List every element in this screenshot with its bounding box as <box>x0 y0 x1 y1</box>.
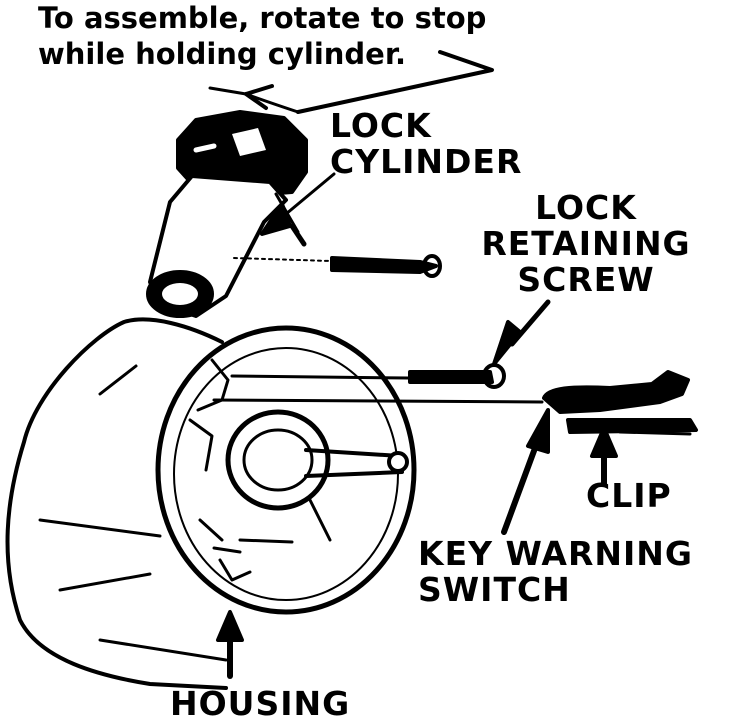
holding-hand <box>5 317 228 690</box>
screw-label-line-3: SCREW <box>517 260 655 299</box>
instruction-line-2: while holding cylinder. <box>38 37 407 71</box>
steering-housing <box>155 325 417 615</box>
screw-label-line-1: LOCK <box>535 188 637 227</box>
instruction-text: To assemble, rotate to stop while holdin… <box>38 0 486 72</box>
lock-cylinder-pointer <box>260 172 336 236</box>
lock-cylinder-label-line-2: CYLINDER <box>330 142 523 181</box>
housing-pointer <box>216 610 244 679</box>
key-warning-label-line-1: KEY WARNING <box>418 534 693 573</box>
installed-screw <box>230 363 506 389</box>
lock-cylinder-label: LOCK CYLINDER <box>330 108 522 180</box>
lock-cylinder-label-line-1: LOCK <box>330 106 432 145</box>
clip-label: CLIP <box>586 476 672 515</box>
housing-label: HOUSING <box>170 684 351 723</box>
lock-retaining-screw-label: LOCK RETAINING SCREW <box>468 190 704 298</box>
key-warning-switch-label: KEY WARNING SWITCH <box>418 536 693 608</box>
key-warning-switch-pointer <box>501 408 550 535</box>
rotation-arrow <box>208 50 494 114</box>
clip-pointer <box>590 426 618 487</box>
screw-pointer <box>492 299 551 366</box>
clip-part <box>566 418 698 436</box>
instruction-line-1: To assemble, rotate to stop <box>38 1 487 35</box>
key-warning-label-line-2: SWITCH <box>418 570 571 609</box>
lock-cylinder-part <box>146 110 308 318</box>
lock-retaining-screw-part <box>330 254 442 278</box>
screw-label-line-2: RETAINING <box>481 224 691 263</box>
